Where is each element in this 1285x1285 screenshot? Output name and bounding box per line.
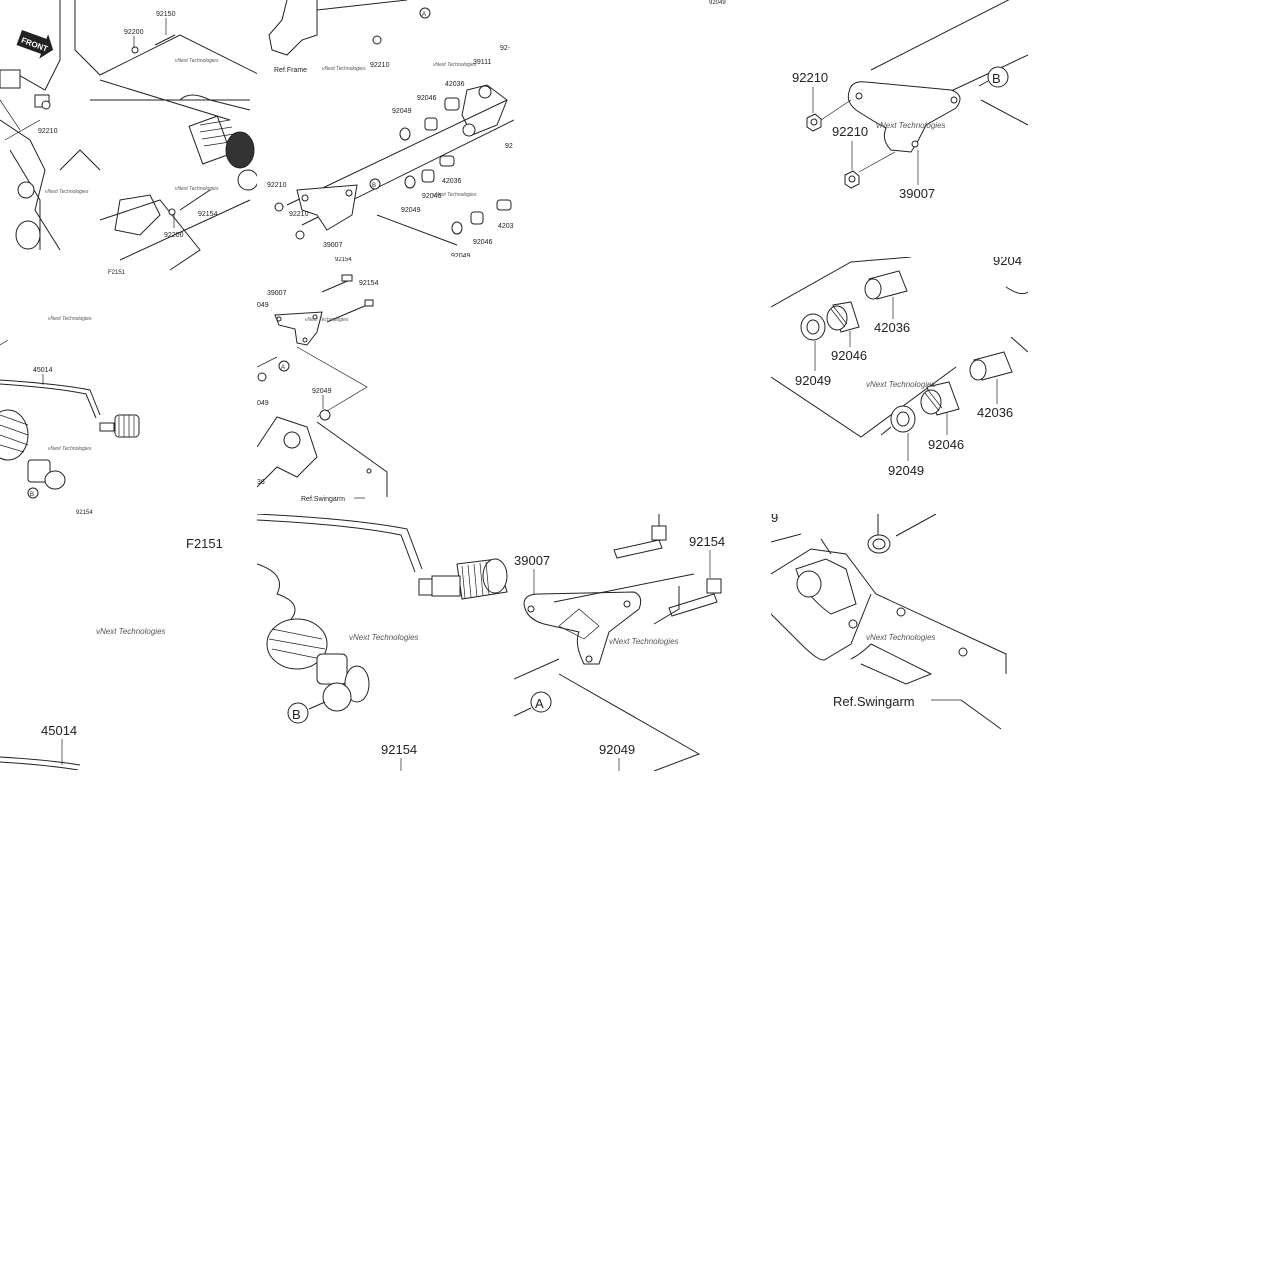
callout-42036-upper: 42036 xyxy=(445,81,465,88)
circle-a-large-label: A xyxy=(535,696,544,711)
ref-frame-label: Ref.Frame xyxy=(274,67,307,74)
callout-39007: 39007 xyxy=(323,242,343,249)
label-45014-large: 45014 xyxy=(41,723,77,738)
watermark: vNext Technologies xyxy=(45,189,89,195)
label-92210-lower: 92210 xyxy=(832,124,868,139)
bracket-detail-drawing: B 92210 92210 39007 vNext Technologies xyxy=(792,0,1028,201)
swingarm-detail-tile: 9 Ref.Swingarm vNext Technologies xyxy=(771,514,1028,771)
watermark: vNext Technologies xyxy=(175,58,219,64)
label-9204-top: 9204 xyxy=(993,257,1022,268)
ref-swingarm-small: Ref.Swingarm xyxy=(301,496,345,503)
callout-39111: 39111 xyxy=(473,59,492,66)
label-42036-upper: 42036 xyxy=(874,320,910,335)
frame-overview-drawing: FRONT 92150 92200 92210 92154 92200 vNex… xyxy=(0,0,257,276)
label-049-mid: 049 xyxy=(257,400,269,407)
circle-b-label: B xyxy=(992,71,1001,86)
callout-92-top: 92- xyxy=(500,45,511,52)
callout-92210-a: 92210 xyxy=(267,182,287,189)
figure-label-tile: F2151 vNext Technologies 45014 xyxy=(0,520,257,770)
label-92046-lower: 92046 xyxy=(928,437,964,452)
callout-92210-left: 92210 xyxy=(38,128,58,135)
bracket-detail-tile: B 92210 92210 39007 vNext Technologies xyxy=(771,0,1028,257)
bracket-small-tile: 92154 92154 39007 049 A 049 92049 36 Ref… xyxy=(257,257,514,514)
watermark: vNext Technologies xyxy=(322,66,366,72)
top-stub-label: 92049 xyxy=(709,0,726,6)
label-92049-upper: 92049 xyxy=(795,373,831,388)
callout-92200-top: 92200 xyxy=(124,29,144,36)
figure-code-large: F2151 xyxy=(186,536,223,551)
watermark: vNext Technologies xyxy=(96,627,166,636)
watermark: vNext Technologies xyxy=(48,316,92,322)
callout-92210-b: 92210 xyxy=(289,211,309,218)
label-36: 36 xyxy=(257,479,265,486)
shock-large-tile: B 92154 vNext Technologies xyxy=(257,514,514,771)
bracket-small-drawing: 92154 92154 39007 049 A 049 92049 36 Ref… xyxy=(257,257,388,503)
label-45014-small: 45014 xyxy=(33,367,53,374)
ref-swingarm-large: Ref.Swingarm xyxy=(833,694,915,709)
label-9-left: 9 xyxy=(771,514,778,525)
label-42036-lower: 42036 xyxy=(977,405,1013,420)
callout-92210-top: 92210 xyxy=(370,62,390,69)
watermark: vNext Technologies xyxy=(866,633,936,642)
overview-link-tile: Ref.Frame 92210 A vNext Technologies vNe… xyxy=(257,0,514,262)
callout-92200-bottom: 92200 xyxy=(164,232,184,239)
watermark: vNext Technologies xyxy=(876,121,946,130)
callout-42036-mid: 42036 xyxy=(442,178,462,185)
top-stub-drawing: 92049 xyxy=(709,0,726,6)
callout-92046-mid: 92046 xyxy=(422,193,442,200)
circle-b-large-label: B xyxy=(292,707,301,722)
figure-code: F2151 xyxy=(108,270,126,276)
label-92154-bracket: 92154 xyxy=(689,534,725,549)
callout-92049-mid: 92049 xyxy=(401,207,421,214)
watermark: vNext Technologies xyxy=(866,380,936,389)
circle-b-small-label: B xyxy=(30,492,34,498)
callout-92154-left: 92154 xyxy=(198,211,218,218)
watermark: vNext Technologies xyxy=(349,633,419,642)
label-92049-lower: 92049 xyxy=(888,463,924,478)
watermark: vNext Technologies xyxy=(433,192,477,198)
circle-a-small-label: A xyxy=(281,365,285,371)
label-39007: 39007 xyxy=(899,186,935,201)
bushings-detail-drawing: 9204 42036 92046 92049 42036 92046 92049… xyxy=(771,257,1028,478)
bracket-large-drawing: 39007 92154 A 92049 vNext Technologies xyxy=(514,514,725,771)
label-39007-small: 39007 xyxy=(267,290,287,297)
swingarm-detail-drawing: 9 Ref.Swingarm vNext Technologies xyxy=(771,514,1007,730)
label-92154-large: 92154 xyxy=(381,742,417,757)
front-arrow-icon: FRONT xyxy=(16,30,54,59)
watermark-hidden: 92049 xyxy=(392,44,406,50)
shock-small-drawing: vNext Technologies 45014 B vNext Technol… xyxy=(0,316,140,516)
label-92049-bracket: 92049 xyxy=(599,742,635,757)
callout-92049-upper: 92049 xyxy=(392,108,412,115)
top-stub-tile: 92049 xyxy=(700,0,740,8)
callout-92046-low: 92046 xyxy=(473,239,493,246)
shock-small-tile: vNext Technologies 45014 B vNext Technol… xyxy=(0,280,257,520)
bushings-detail-tile: 9204 42036 92046 92049 42036 92046 92049… xyxy=(771,257,1028,514)
label-92046-upper: 92046 xyxy=(831,348,867,363)
callout-92-right: 92 xyxy=(505,143,513,150)
watermark: vNext Technologies xyxy=(48,446,92,452)
circle-b-label: B xyxy=(372,183,376,189)
watermark: vNext Technologies xyxy=(305,317,349,323)
shock-large-drawing: B 92154 vNext Technologies xyxy=(257,514,508,771)
label-39007-large: 39007 xyxy=(514,553,550,568)
watermark: vNext Technologies xyxy=(433,62,477,68)
label-92154-small: 92154 xyxy=(76,510,93,516)
callout-92049-low: 92049 xyxy=(451,253,471,260)
label-92210-upper: 92210 xyxy=(792,70,828,85)
callout-92046-upper: 92046 xyxy=(417,95,437,102)
watermark: vNext Technologies xyxy=(175,186,219,192)
label-049-top: 049 xyxy=(257,302,269,309)
circle-a-label: A xyxy=(422,12,426,18)
link-overview-drawing: Ref.Frame 92210 A vNext Technologies vNe… xyxy=(267,0,514,260)
bracket-large-tile: 39007 92154 A 92049 vNext Technologies xyxy=(514,514,771,771)
label-92154-right: 92154 xyxy=(359,280,379,287)
figure-label-drawing: F2151 vNext Technologies 45014 xyxy=(0,536,223,770)
label-92049-small: 92049 xyxy=(312,388,332,395)
callout-92150: 92150 xyxy=(156,11,176,18)
watermark: vNext Technologies xyxy=(609,637,679,646)
callout-4203: 4203 xyxy=(498,223,514,230)
label-92154-top: 92154 xyxy=(335,257,352,263)
overview-frame-tile: FRONT 92150 92200 92210 92154 92200 vNex… xyxy=(0,0,257,280)
